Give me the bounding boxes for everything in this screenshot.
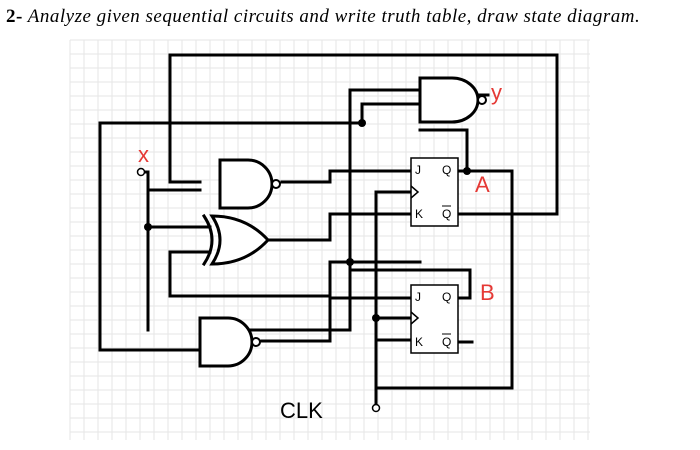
pin-q: Q (442, 290, 451, 304)
junction-dot (358, 119, 366, 127)
xor-gate (201, 213, 271, 267)
pin-qbar: Q (442, 207, 451, 221)
junction-dot (463, 167, 471, 175)
nand-gate-b-input (198, 316, 261, 368)
label-clk: CLK (280, 398, 323, 423)
jk-flipflop-a: J Q K Q (410, 157, 459, 227)
pin-k: K (415, 335, 423, 349)
pin-j: J (415, 290, 421, 304)
junction-dot (346, 258, 354, 266)
input-terminal (136, 167, 146, 177)
pin-q: Q (442, 163, 451, 177)
label-y: y (491, 80, 502, 105)
junctions (144, 119, 471, 322)
nand-gate-top (418, 76, 487, 124)
question-body: Analyze given sequential circuits and wr… (27, 6, 641, 27)
label-b: B (480, 280, 495, 305)
wires (98, 53, 559, 406)
grid-background (69, 39, 590, 440)
pin-qbar: Q (442, 335, 451, 349)
jk-flipflop-b: J Q K Q (410, 284, 459, 354)
question-text: 2- Analyze given sequential circuits and… (6, 6, 640, 28)
label-a: A (475, 172, 490, 197)
pin-k: K (415, 207, 423, 221)
question-number: 2- (6, 6, 23, 27)
pin-j: J (415, 163, 421, 177)
junction-dot (144, 223, 152, 231)
clock-terminal (371, 403, 381, 413)
nand-gate-a-input (218, 158, 281, 210)
label-x: x (138, 142, 149, 167)
junction-dot (372, 314, 380, 322)
